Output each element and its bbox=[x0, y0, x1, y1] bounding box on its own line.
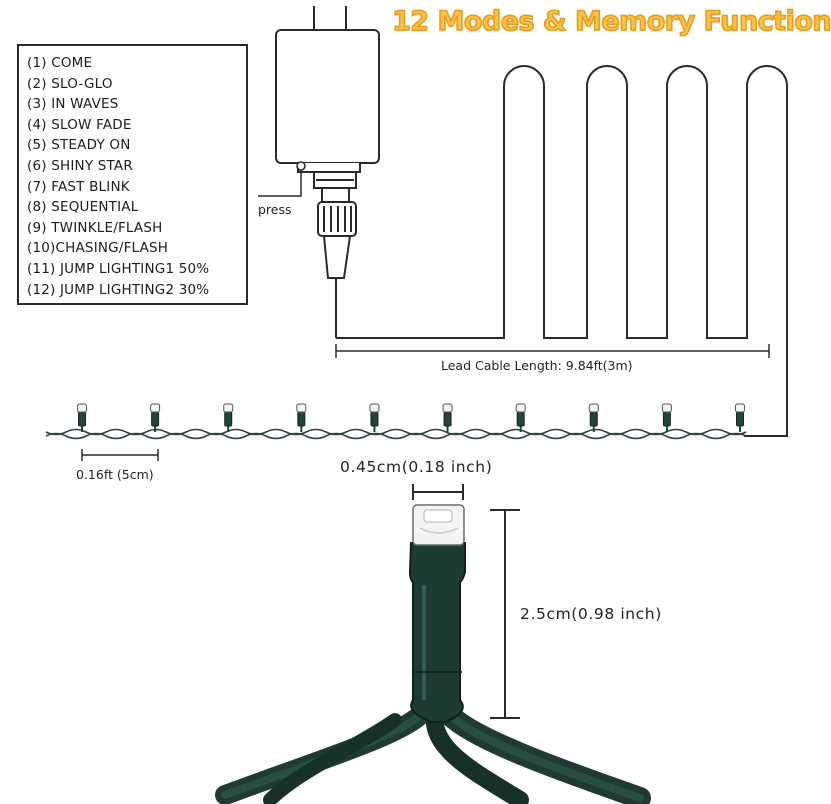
mode-item: (4) SLOW FADE bbox=[27, 116, 132, 133]
bulb-diameter-dimension bbox=[412, 484, 464, 500]
bulb-spacing-dimension bbox=[81, 449, 159, 461]
product-diagram: 12 Modes & Memory Function (1) COME (2) … bbox=[17, 5, 831, 804]
press-label: press bbox=[258, 202, 292, 217]
bulb-length-dimension bbox=[490, 509, 520, 719]
lead-cable bbox=[336, 65, 788, 437]
small-bulb bbox=[369, 403, 380, 432]
light-string-wire bbox=[45, 428, 747, 440]
plug-prongs bbox=[313, 6, 347, 30]
modes-title: 12 Modes & Memory Function bbox=[391, 5, 831, 38]
connector bbox=[317, 201, 357, 338]
mode-item: (11) JUMP LIGHTING1 50% bbox=[27, 260, 210, 277]
small-bulb bbox=[296, 403, 307, 432]
lead-cable-dimension bbox=[335, 344, 770, 358]
large-bulb bbox=[215, 504, 651, 804]
small-bulb bbox=[77, 403, 87, 432]
press-button bbox=[258, 161, 306, 197]
mode-item: (8) SEQUENTIAL bbox=[27, 199, 139, 216]
small-bulb bbox=[515, 403, 526, 432]
small-bulb bbox=[442, 403, 453, 432]
small-bulb bbox=[735, 403, 745, 432]
small-bulb bbox=[223, 403, 234, 432]
mode-item: (12) JUMP LIGHTING2 30% bbox=[27, 281, 210, 298]
mode-item: (9) TWINKLE/FLASH bbox=[27, 219, 163, 236]
lead-cable-label: Lead Cable Length: 9.84ft(3m) bbox=[441, 358, 633, 373]
mode-item: (2) SLO-GLO bbox=[27, 75, 113, 92]
power-adapter bbox=[275, 29, 380, 203]
diagram-artwork bbox=[45, 6, 788, 804]
small-bulbs bbox=[77, 403, 745, 432]
bulb-spacing-label: 0.16ft (5cm) bbox=[76, 467, 154, 482]
mode-item: (10)CHASING/FLASH bbox=[27, 240, 169, 257]
modes-list: (1) COME (2) SLO-GLO (3) IN WAVES (4) SL… bbox=[17, 44, 248, 305]
bulb-length-label: 2.5cm(0.98 inch) bbox=[520, 605, 662, 623]
small-bulb bbox=[661, 403, 672, 432]
small-bulb bbox=[150, 403, 161, 432]
small-bulb bbox=[588, 403, 599, 432]
mode-item: (7) FAST BLINK bbox=[27, 178, 130, 195]
mode-item: (1) COME bbox=[27, 55, 93, 71]
mode-item: (5) STEADY ON bbox=[27, 137, 131, 154]
bulb-diameter-label: 0.45cm(0.18 inch) bbox=[340, 458, 493, 476]
mode-item: (3) IN WAVES bbox=[27, 96, 119, 113]
mode-item: (6) SHINY STAR bbox=[27, 157, 133, 174]
